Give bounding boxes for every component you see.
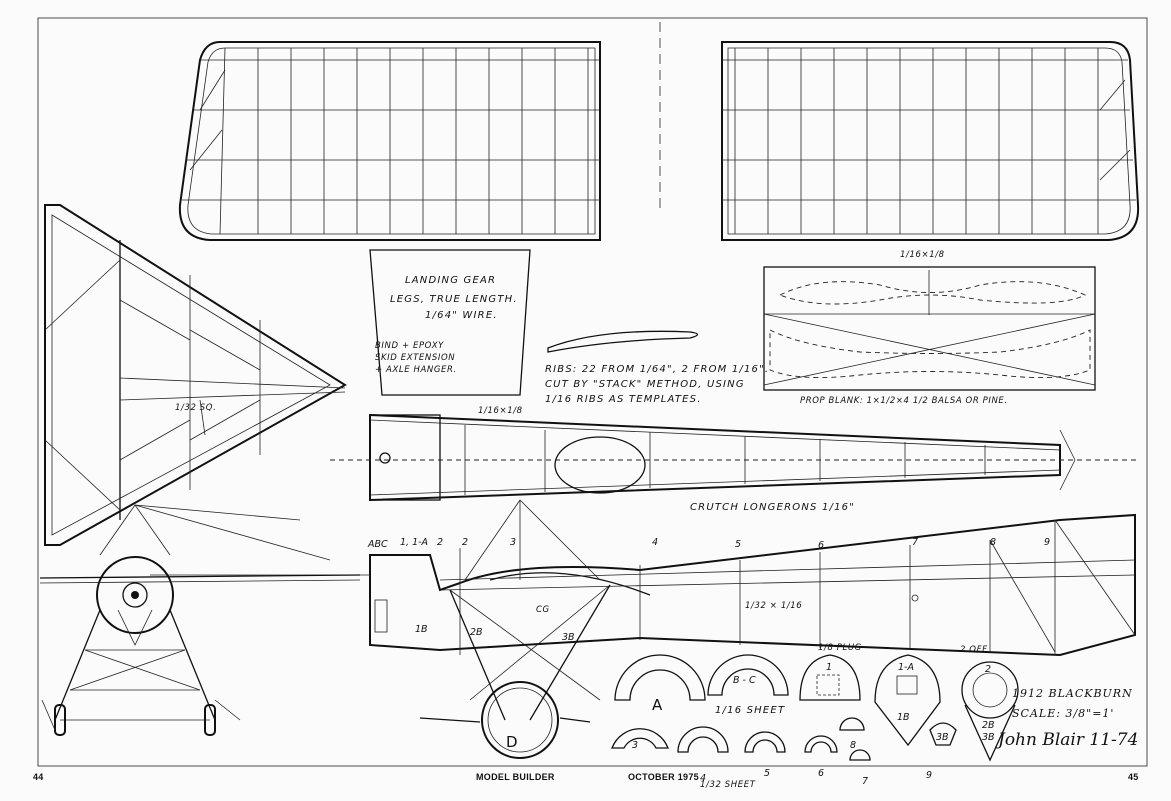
ribs-label-2: CUT BY "STACK" METHOD, USING	[545, 379, 745, 390]
spar-size-label: 1/16×1/8	[900, 250, 945, 260]
crutch-label: CRUTCH LONGERONS 1/16"	[690, 502, 855, 513]
fuselage-spar-label: 1/16×1/8	[478, 406, 523, 416]
former-8-label: 8	[850, 740, 856, 751]
landing-gear-label-3: 1/64" WIRE.	[425, 310, 498, 321]
former-7-label: 7	[862, 776, 868, 787]
right-wing	[721, 41, 1140, 241]
sheet-132-label: 1/32 SHEET	[700, 780, 756, 790]
former-4-label: 4	[700, 773, 706, 784]
station-2a: 2	[437, 537, 443, 548]
station-2b: 2	[462, 537, 468, 548]
landing-gear-template	[369, 249, 531, 396]
cg-label: CG	[536, 605, 550, 615]
front-view	[39, 504, 361, 736]
prop-blank	[763, 266, 1096, 391]
page-number-right: 45	[1128, 772, 1139, 782]
formers	[611, 654, 1019, 762]
side-2b-label: 2B	[470, 627, 483, 638]
bind-label-1: BIND + EPOXY	[375, 341, 444, 351]
ribs-label-3: 1/16 RIBS AS TEMPLATES.	[545, 394, 702, 405]
two-off-label: 2 OFF	[960, 645, 988, 655]
former-3b-small-label: 3B	[936, 732, 949, 743]
plug-label: 1/8 PLUG	[818, 643, 862, 653]
sheet-116-label: 1/16 SHEET	[715, 705, 785, 716]
issue-date: OCTOBER 1975	[628, 772, 699, 782]
station-1-1a: 1, 1-A	[400, 537, 428, 548]
side-3b-label: 3B	[562, 632, 575, 643]
tail-plan	[44, 204, 347, 546]
fuselage-size-label: 1/32 × 1/16	[745, 601, 802, 611]
former-3b-label: 3B	[982, 732, 995, 743]
bind-label-3: + AXLE HANGER.	[375, 365, 457, 375]
former-a-label: A	[652, 696, 663, 714]
wheel-d-label: D	[506, 733, 518, 751]
page-border	[37, 17, 1148, 767]
magazine-name: MODEL BUILDER	[476, 772, 555, 782]
tail-sq-label: 1/32 SQ.	[175, 403, 216, 413]
fuselage-side-view	[150, 499, 1136, 759]
former-2b-label: 2B	[982, 720, 995, 731]
former-3-label: 3	[632, 740, 638, 751]
rib-template	[547, 330, 699, 353]
former-1-label: 1	[826, 662, 832, 673]
ribs-label-1: RIBS: 22 FROM 1/64", 2 FROM 1/16".	[545, 364, 769, 375]
plan-scale: SCALE: 3/8"=1'	[1012, 707, 1114, 720]
page-number-left: 44	[33, 772, 44, 782]
former-6-label: 6	[818, 768, 824, 779]
station-3: 3	[510, 537, 516, 548]
station-8: 8	[990, 537, 996, 548]
station-5: 5	[735, 539, 741, 550]
plan-title: 1912 BLACKBURN	[1012, 687, 1133, 700]
prop-blank-label: PROP BLANK: 1×1/2×4 1/2 BALSA OR PINE.	[800, 396, 1008, 406]
station-9: 9	[1044, 537, 1050, 548]
side-1b-label: 1B	[415, 624, 428, 635]
designer-signature: John Blair 11-74	[995, 730, 1138, 750]
former-5-label: 5	[764, 768, 770, 779]
landing-gear-label-1: LANDING GEAR	[405, 275, 496, 286]
station-4: 4	[652, 537, 658, 548]
former-1b-label: 1B	[897, 712, 910, 723]
station-abc: ABC	[367, 539, 388, 550]
bind-label-2: SKID EXTENSION	[375, 353, 455, 363]
station-6: 6	[818, 540, 824, 551]
former-9-label: 9	[926, 770, 932, 781]
former-bc-label: B - C	[733, 675, 756, 686]
former-1a-label: 1-A	[898, 662, 914, 673]
left-wing	[178, 41, 601, 241]
station-7: 7	[912, 537, 918, 548]
landing-gear-label-2: LEGS, TRUE LENGTH.	[390, 294, 518, 305]
fuselage-top-view	[330, 413, 1140, 502]
former-2-label: 2	[985, 664, 991, 675]
